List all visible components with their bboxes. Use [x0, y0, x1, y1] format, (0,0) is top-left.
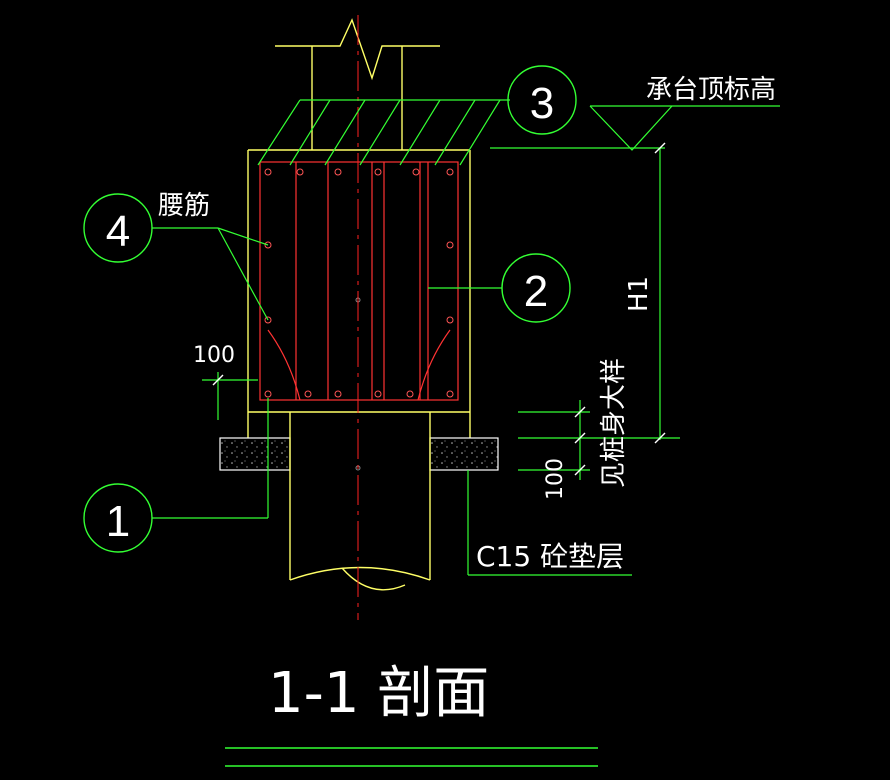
rebar-dots: [264, 168, 454, 471]
svg-text:1: 1: [106, 497, 130, 546]
column-above: [275, 18, 440, 150]
waist-bar-label: 腰筋: [158, 191, 210, 221]
pile-embed-label: 见桩身大样: [599, 358, 629, 488]
dim-left-label: 100: [193, 343, 235, 368]
dim-right-label: 100: [543, 458, 568, 500]
cap-top-label: 承台顶标高: [646, 75, 776, 105]
cap-outline: [247, 149, 471, 438]
leader-lines: [152, 99, 780, 576]
callout-2: 2: [501, 253, 571, 323]
svg-text:3: 3: [530, 79, 554, 128]
callout-1: 1: [83, 483, 153, 553]
rebar-cage: [259, 161, 459, 401]
c15-cushion: [219, 437, 499, 471]
cushion-label: C15 砼垫层: [476, 540, 624, 573]
callout-3: 3: [507, 65, 577, 135]
drawing-title: 1-1 剖面: [268, 661, 489, 726]
svg-text:2: 2: [524, 267, 548, 316]
svg-text:4: 4: [106, 207, 130, 256]
height-label: H1: [624, 276, 654, 312]
callout-4: 4: [83, 193, 153, 263]
pile-outline: [289, 411, 431, 591]
dimension-ticks: [212, 142, 666, 476]
title-underline: [225, 747, 598, 767]
